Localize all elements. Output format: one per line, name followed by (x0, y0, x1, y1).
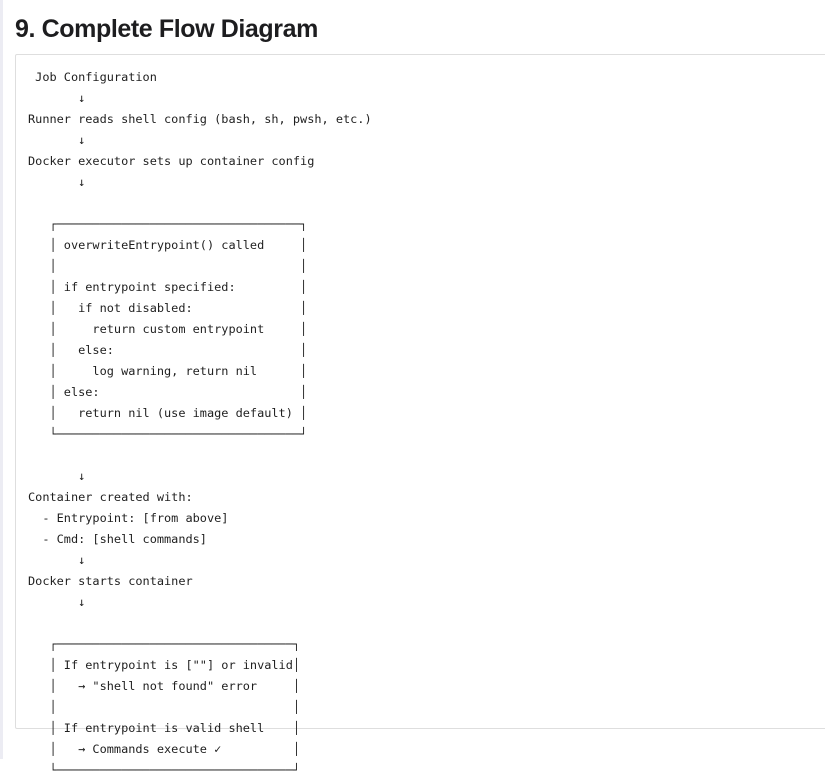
diagram-line: ┌──────────────────────────────────┐ (28, 217, 308, 231)
diagram-line: ↓ (28, 133, 86, 147)
diagram-line: Job Configuration (28, 70, 157, 84)
page-title: 9. Complete Flow Diagram (15, 15, 318, 43)
diagram-line: │ │ (28, 700, 301, 714)
diagram-line (28, 445, 372, 466)
next-section-heading: 1 (15, 750, 29, 759)
diagram-line: │ else: │ (28, 343, 308, 357)
diagram-line: │ return custom entrypoint │ (28, 322, 308, 336)
diagram-line: ↓ (28, 175, 86, 189)
diagram-line: │ else: │ (28, 385, 308, 399)
diagram-line: │ → "shell not found" error │ (28, 679, 301, 693)
diagram-line: Docker starts container (28, 574, 193, 588)
diagram-line: ┌─────────────────────────────────┐ (28, 637, 301, 651)
diagram-line: │ log warning, return nil │ (28, 364, 308, 378)
diagram-line: │ → Commands execute ✓ │ (28, 742, 301, 756)
diagram-line: └─────────────────────────────────┘ (28, 763, 301, 777)
diagram-line: Docker executor sets up container config (28, 154, 315, 168)
diagram-line: ↓ (28, 469, 86, 483)
diagram-line: │ overwriteEntrypoint() called │ (28, 238, 308, 252)
diagram-line (28, 193, 372, 214)
diagram-line: │ │ (28, 259, 308, 273)
flow-diagram: Job Configuration ↓ Runner reads shell co… (28, 67, 372, 781)
diagram-line: ↓ (28, 553, 86, 567)
diagram-line: │ return nil (use image default) │ (28, 406, 308, 420)
diagram-line: └──────────────────────────────────┘ (28, 427, 308, 441)
diagram-line: │ If entrypoint is [""] or invalid│ (28, 658, 301, 672)
diagram-line: │ If entrypoint is valid shell │ (28, 721, 301, 735)
diagram-line: - Entrypoint: [from above] (28, 511, 229, 525)
diagram-line (28, 613, 372, 634)
next-section-heading-text: 1 (15, 752, 29, 759)
diagram-line: Runner reads shell config (bash, sh, pws… (28, 112, 372, 126)
diagram-line: ↓ (28, 91, 86, 105)
diagram-line: - Cmd: [shell commands] (28, 532, 207, 546)
diagram-line: Container created with: (28, 490, 193, 504)
diagram-line: ↓ (28, 595, 86, 609)
left-edge-strip (0, 0, 3, 759)
code-block: Job Configuration ↓ Runner reads shell co… (15, 54, 825, 777)
diagram-line: │ if not disabled: │ (28, 301, 308, 315)
diagram-line: │ if entrypoint specified: │ (28, 280, 308, 294)
